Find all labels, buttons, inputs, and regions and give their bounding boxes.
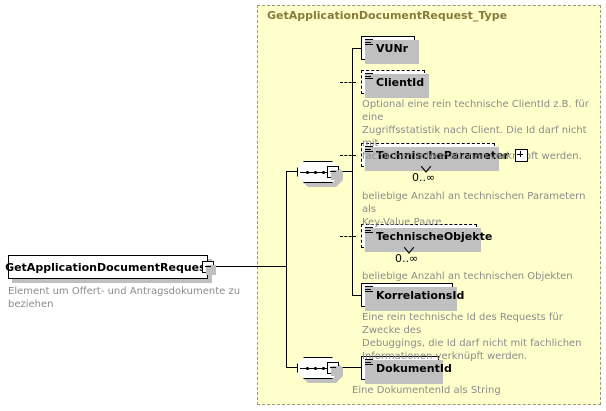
element-technischeobjekte-label: TechnischeObjekte	[376, 229, 493, 243]
sequence-2-toggle-shadow	[331, 366, 341, 376]
sequence-2-dots-icon	[306, 366, 330, 370]
element-clientid-annotation: Optional eine rein technische ClientId z…	[362, 99, 589, 162]
technischeobjekte-cardinality-tick	[404, 247, 414, 254]
connector-root-to-trunk	[214, 266, 286, 268]
connector-sequence-2-to-dokumentid	[339, 367, 361, 369]
complex-type-container	[257, 5, 601, 405]
clientid-shadow	[365, 74, 429, 98]
element-icon	[365, 286, 373, 293]
connector-trunk-to-sequence-2	[286, 367, 298, 369]
sequence-1-collapse-toggle[interactable]	[327, 166, 341, 180]
sequence-1-toggle-shadow	[331, 170, 341, 180]
vunr-shadow	[365, 40, 419, 64]
element-korrelationsid-annotation: Eine rein technische Id des Requests für…	[362, 312, 582, 362]
technischeparameter-cardinality-tick	[421, 166, 431, 173]
korrelationsid-shadow	[365, 287, 457, 311]
technischeparameter-shadow	[365, 147, 499, 171]
technischeobjekte-shadow	[365, 228, 481, 252]
element-vunr-label: VUNr	[376, 41, 409, 55]
element-technischeparameter-label: TechnischeParameter	[376, 148, 509, 162]
element-icon	[365, 39, 373, 46]
expand-icon[interactable]	[514, 148, 528, 162]
element-icon	[365, 359, 373, 366]
technischeparameter-cardinality: 0..∞	[412, 171, 436, 184]
connector-branch-clientid	[340, 82, 356, 83]
root-collapse-toggle-shadow	[206, 265, 216, 275]
root-collapse-toggle[interactable]	[202, 261, 216, 275]
technischeobjekte-cardinality: 0..∞	[395, 252, 419, 265]
root-element-box[interactable]: GetApplicationDocumentRequest	[5, 255, 211, 279]
connector-branch-technischeobjekte	[340, 236, 356, 237]
connector-sequence-1-out	[339, 171, 353, 173]
connector-trunk-vertical	[286, 171, 288, 368]
root-element-label: GetApplicationDocumentRequest	[5, 260, 211, 274]
element-icon	[365, 73, 373, 80]
dokumentid-shadow	[365, 360, 443, 384]
element-dokumentid-annotation: Eine DokumentenId als String	[352, 385, 501, 396]
connector-branch-korrelationsid	[352, 295, 362, 297]
element-technischeparameter-annotation: beliebige Anzahl an technischen Paramete…	[362, 191, 586, 228]
connector-children-vertical	[352, 48, 354, 296]
connector-trunk-to-sequence-1	[286, 171, 298, 173]
element-dokumentid-label: DokumentId	[376, 361, 452, 375]
root-element-annotation: Element um Offert- und Antragsdokumente …	[8, 286, 241, 310]
sequence-1-dots-icon	[306, 170, 330, 174]
element-technischeobjekte-annotation: beliebige Anzahl an technischen Objekten	[362, 271, 573, 282]
connector-branch-technischeparameter	[340, 155, 356, 156]
connector-branch-vunr	[352, 48, 362, 50]
complex-type-title: GetApplicationDocumentRequest_Type	[267, 9, 508, 22]
sequence-2-collapse-toggle[interactable]	[327, 362, 341, 376]
element-icon	[365, 146, 373, 153]
element-clientid-label: ClientId	[376, 75, 425, 89]
element-korrelationsid-label: KorrelationsId	[376, 288, 465, 302]
element-icon	[365, 227, 373, 234]
